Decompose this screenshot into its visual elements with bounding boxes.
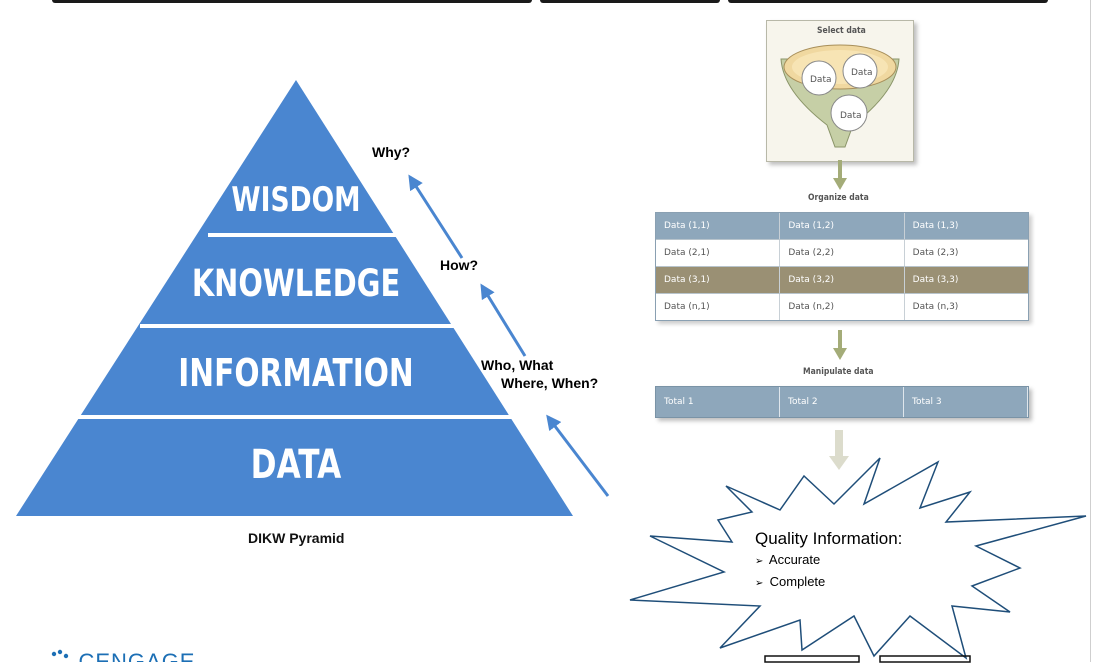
grid-cell: Data (1,2) [780, 213, 905, 239]
total-cell: Total 1 [656, 387, 780, 417]
question-why: Why? [372, 144, 411, 160]
grid-cell: Data (3,1) [656, 267, 781, 293]
grid-cell: Data (2,1) [656, 240, 781, 266]
top-border [52, 0, 1052, 6]
grid-row: Data (2,1) Data (2,2) Data (2,3) [656, 240, 1028, 267]
organize-grid: Data (1,1) Data (1,2) Data (1,3) Data (2… [655, 212, 1029, 321]
pyramid-level-data: DATA [250, 442, 342, 488]
svg-text:Data: Data [840, 111, 862, 121]
data-bubble [830, 94, 868, 132]
grid-cell: Data (n,3) [912, 302, 959, 312]
quality-item-label: Complete [769, 574, 826, 589]
arrow-up-icon [546, 414, 610, 497]
data-bubble [801, 60, 837, 96]
grid-cell: Data (2,2) [780, 240, 905, 266]
svg-text:Data: Data [810, 75, 832, 85]
svg-text:Data: Data [851, 68, 873, 78]
pyramid-level-information: INFORMATION [178, 351, 414, 395]
pyramid-caption: DIKW Pyramid [248, 530, 345, 546]
arrow-up-icon [480, 283, 527, 357]
grid-cell: Data (3,2) [780, 267, 905, 293]
starburst-callout [629, 457, 1087, 660]
total-cell: Total 3 [904, 387, 1028, 417]
manipulate-data-label: Manipulate data [803, 367, 874, 377]
arrow-bullet-icon: ➢ [755, 556, 764, 567]
totals-row: Total 1 Total 2 Total 3 [655, 386, 1029, 418]
quality-info-title: Quality Information: [755, 529, 903, 548]
pyramid-level-knowledge: KNOWLEDGE [191, 262, 401, 305]
arrow-down-icon [829, 430, 849, 470]
grid-cell: Data (2,3) [912, 248, 959, 258]
logo-mark-icon [51, 649, 69, 659]
quality-info-callout: Quality Information: ➢ Accurate ➢ Comple… [755, 528, 902, 594]
pyramid-shape [16, 80, 573, 516]
select-data-panel: Select data Data Data Data [766, 20, 914, 162]
funnel-icon: Data Data Data [780, 44, 900, 148]
grid-cell: Data (1,3) [912, 221, 959, 231]
quality-item: ➢ Accurate [755, 550, 902, 572]
grid-row: Data (3,1) Data (3,2) Data (3,3) [656, 267, 1028, 294]
pyramid-level-wisdom: WISDOM [231, 180, 361, 220]
grid-row: Data (n,1) Data (n,2) Data (n,3) [656, 294, 1028, 320]
arrow-up-icon [408, 174, 464, 259]
grid-cell: Data (n,2) [780, 294, 905, 320]
dikw-pyramid [16, 80, 610, 516]
grid-row: Data (1,1) Data (1,2) Data (1,3) [656, 213, 1028, 240]
quality-item-label: Accurate [768, 552, 821, 567]
question-who-what: Who, What [481, 357, 554, 373]
data-bubble [842, 53, 878, 89]
logo-text: CENGAGE [78, 649, 196, 662]
quality-item: ➢ Complete [755, 572, 902, 594]
question-where-when: Where, When? [501, 375, 599, 391]
arrow-down-icon [833, 160, 847, 190]
question-how: How? [440, 257, 479, 273]
total-cell: Total 2 [780, 387, 904, 417]
slide-edge [1090, 0, 1091, 662]
arrow-bullet-icon: ➢ [755, 578, 764, 589]
grid-cell: Data (1,1) [656, 213, 781, 239]
cengage-logo: CENGAGE [48, 648, 195, 662]
select-data-label: Select data [817, 26, 866, 36]
grid-cell: Data (3,3) [912, 275, 959, 285]
organize-data-label: Organize data [808, 193, 869, 203]
grid-cell: Data (n,1) [656, 294, 781, 320]
arrow-down-icon [833, 330, 847, 360]
